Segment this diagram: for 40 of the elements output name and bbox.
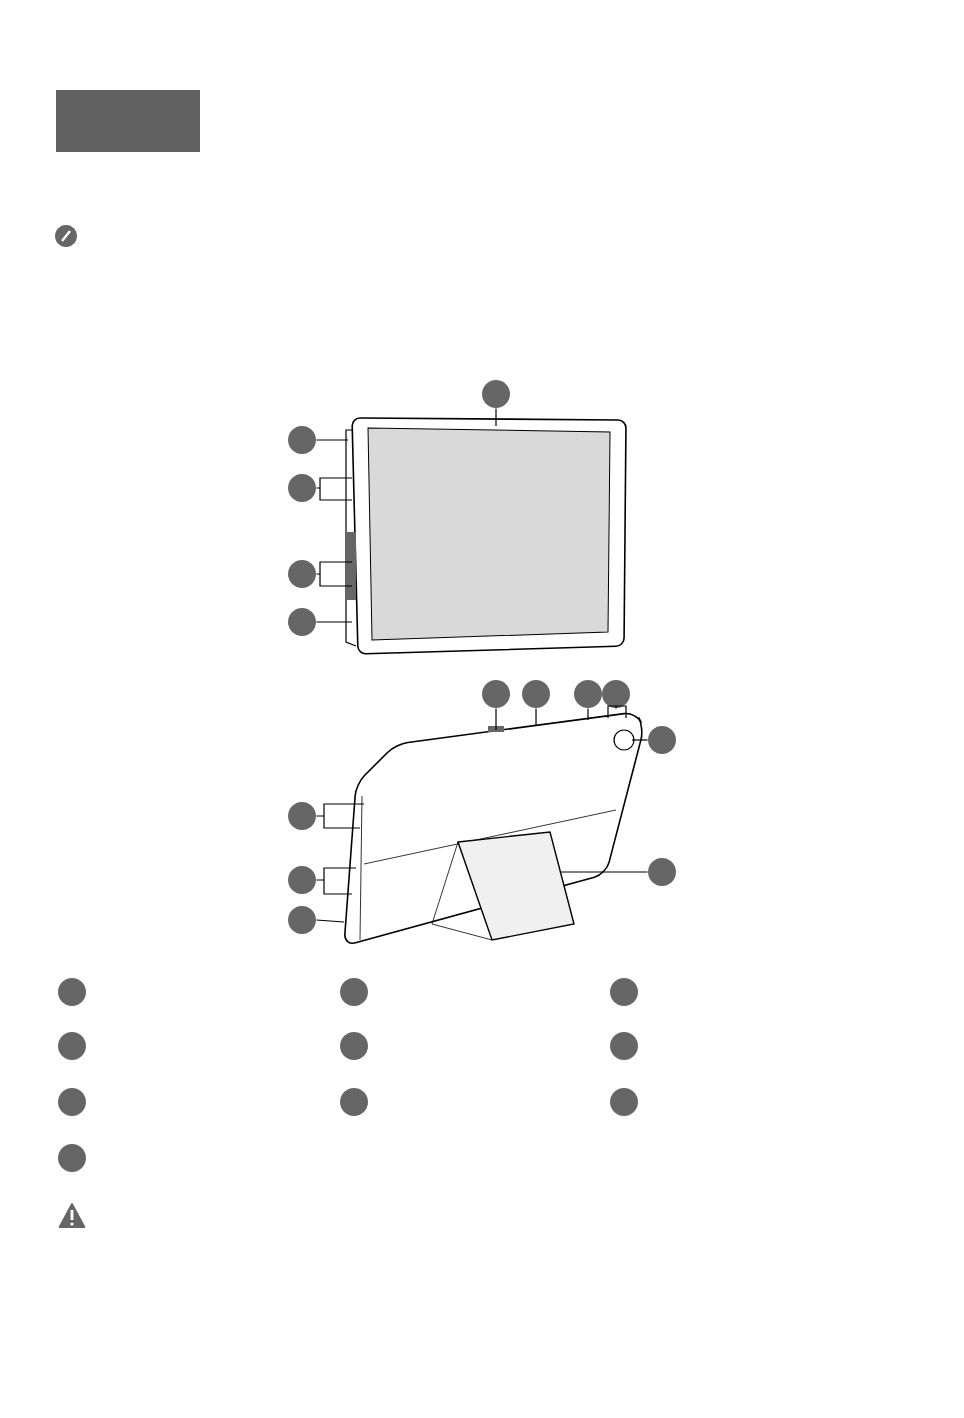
callout-circle [648,726,676,754]
callout-circle [482,380,510,408]
leader-line [315,867,357,895]
tablet-front-drawing [345,417,627,655]
callout-circle [648,858,676,886]
callout-circle [610,978,638,1006]
callout-circle [58,978,86,1006]
leader-line [315,439,349,441]
leader-line [495,407,497,427]
callout-circle [340,1032,368,1060]
leader-line [315,919,345,923]
callout-circle [602,680,630,708]
callout-circle [522,680,550,708]
leader-line [587,707,589,721]
leader-line [315,803,365,829]
callout-circle [288,474,316,502]
callout-circle [482,680,510,708]
leader-line [631,739,649,741]
leader-line [315,477,353,501]
leader-line [607,705,627,719]
tablet-back-drawing [344,712,643,945]
callout-circle [340,978,368,1006]
callout-circle [288,560,316,588]
callout-circle [58,1144,86,1172]
callout-circle [574,680,602,708]
callout-circle [340,1088,368,1116]
leader-line [315,621,353,623]
callout-circle [288,866,316,894]
callout-circle [288,802,316,830]
leader-line [559,871,649,873]
leader-line [315,561,353,587]
callout-circle [288,608,316,636]
callout-circle [58,1032,86,1060]
callout-circle [610,1032,638,1060]
callout-circle [58,1088,86,1116]
callout-circle [288,906,316,934]
callout-circle [610,1088,638,1116]
callout-circle [288,426,316,454]
leader-line [535,707,537,727]
leader-line [495,707,497,731]
